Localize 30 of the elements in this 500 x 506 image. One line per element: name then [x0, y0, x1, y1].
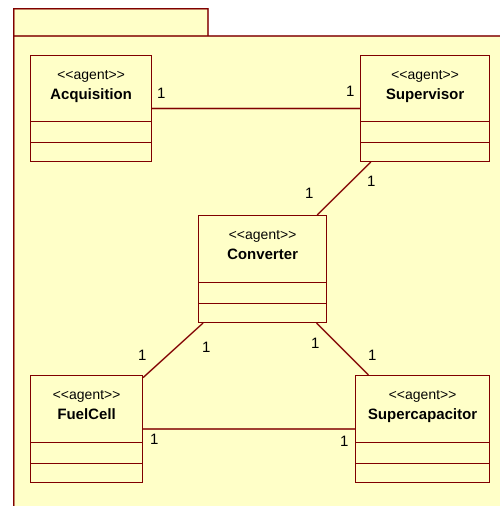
stereotype-label: <<agent>> — [57, 66, 125, 82]
stereotype-label: <<agent>> — [228, 226, 296, 242]
multiplicity-label: 1 — [368, 348, 376, 363]
class-box — [30, 55, 152, 162]
association-line — [152, 108, 360, 110]
multiplicity-label: 1 — [346, 84, 354, 99]
class-box — [30, 375, 143, 483]
association-line — [142, 322, 204, 378]
stereotype-label: <<agent>> — [388, 386, 456, 402]
class-box — [198, 215, 327, 323]
association-line — [143, 428, 355, 430]
association-line — [316, 161, 372, 216]
multiplicity-label: 1 — [150, 432, 158, 447]
multiplicity-label: 1 — [305, 186, 314, 201]
multiplicity-label: 1 — [367, 174, 376, 189]
class-box — [355, 375, 490, 483]
multiplicity-label: 1 — [202, 340, 210, 355]
class-box — [360, 55, 490, 162]
multiplicity-label: 1 — [138, 348, 146, 363]
multiplicity-label: 1 — [157, 86, 166, 101]
stereotype-label: <<agent>> — [391, 66, 459, 82]
class-name: FuelCell — [57, 406, 116, 423]
association-line — [316, 322, 370, 376]
multiplicity-label: 1 — [311, 336, 320, 351]
multiplicity-label: 1 — [340, 434, 348, 449]
stereotype-label: <<agent>> — [52, 386, 120, 402]
class-name: Converter — [227, 246, 298, 263]
class-name: Supervisor — [386, 86, 464, 103]
class-name: Acquisition — [50, 86, 132, 103]
class-name: Supercapacitor — [368, 406, 478, 423]
